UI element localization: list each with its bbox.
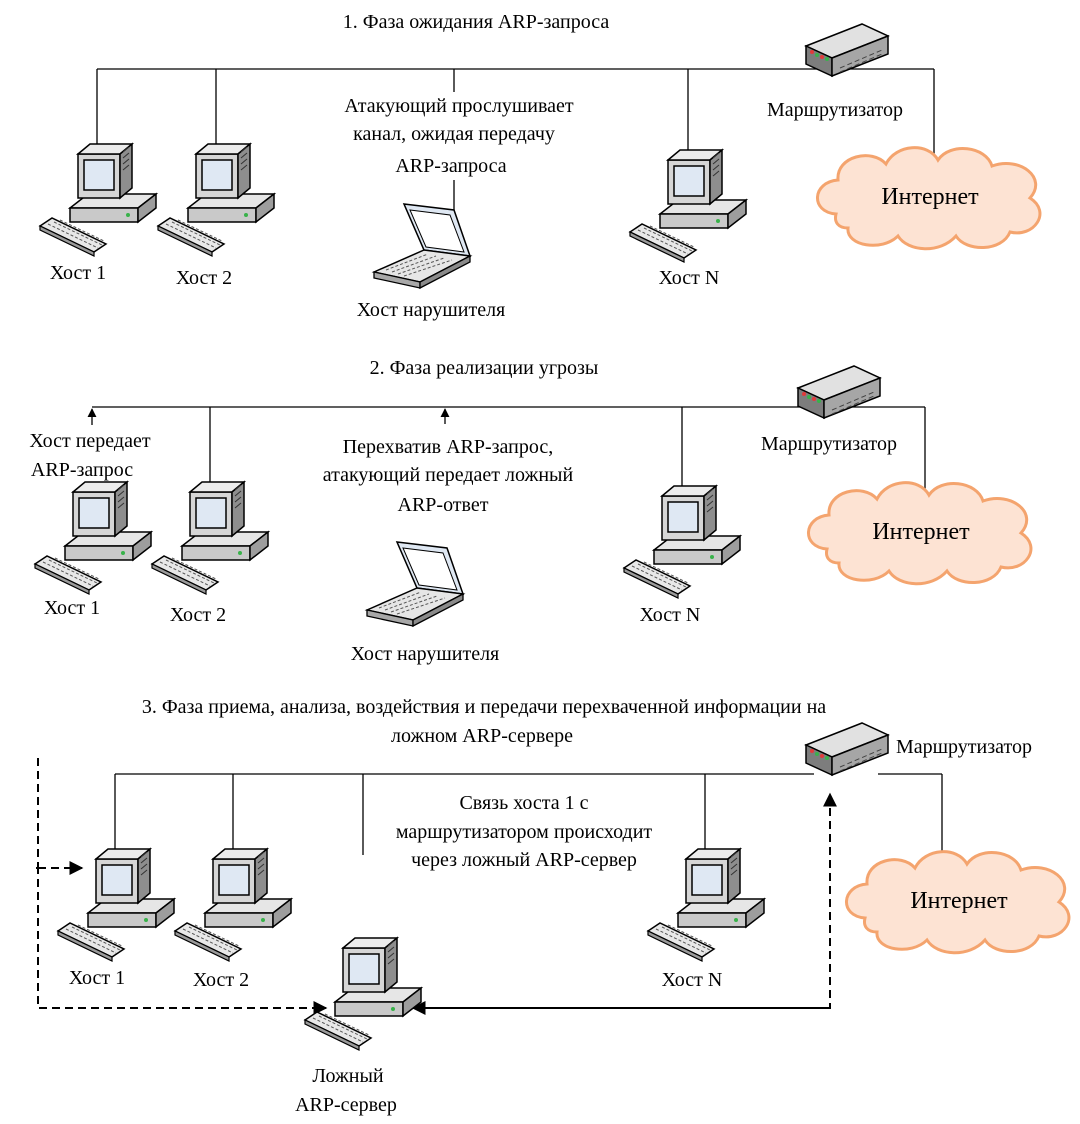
note-line: Атакующий прослушивает <box>344 95 574 117</box>
host-1-computer-icon <box>39 143 157 257</box>
fake-server-label: ARP-сервер <box>295 1094 397 1116</box>
phase1-title: 1. Фаза ожидания ARP-запроса <box>343 11 610 33</box>
host-n-computer-icon <box>629 149 747 263</box>
attacker-note: Атакующий прослушивает канал, ожидая пер… <box>344 95 574 177</box>
note-line: Хост передает <box>29 430 150 452</box>
host-1-computer-icon <box>57 848 175 962</box>
internet-label: Интернет <box>910 888 1008 914</box>
internet-label: Интернет <box>881 184 979 210</box>
host-1-computer-icon <box>34 481 152 595</box>
host-n-computer-icon <box>647 848 765 962</box>
router-label: Маршрутизатор <box>896 736 1032 758</box>
note-line: атакующий передает ложный <box>323 464 574 486</box>
connection-note: Связь хоста 1 с маршрутизатором происход… <box>396 792 653 871</box>
dashed-path <box>36 758 837 1015</box>
phase3-title-line: 3. Фаза приема, анализа, воздействия и п… <box>142 696 826 718</box>
phase-3: 3. Фаза приема, анализа, воздействия и п… <box>36 696 1071 1116</box>
host-2-computer-icon <box>174 848 292 962</box>
host-1-label: Хост 1 <box>44 597 100 619</box>
attacker-label: Хост нарушителя <box>351 643 500 665</box>
bus-line <box>114 773 943 860</box>
router-icon <box>805 23 889 77</box>
host-1-label: Хост 1 <box>50 262 106 284</box>
phase2-title: 2. Фаза реализации угрозы <box>370 357 599 379</box>
internet-label: Интернет <box>872 519 970 545</box>
host-1-label: Хост 1 <box>69 967 125 989</box>
host-n-label: Хост N <box>640 604 701 626</box>
phase-1: 1. Фаза ожидания ARP-запроса Хост 1 Хост… <box>39 11 1042 321</box>
attacker-laptop-icon <box>373 203 471 289</box>
attacker-note: Перехватив ARP-запрос, атакующий передае… <box>323 436 574 516</box>
bus-line <box>87 406 926 495</box>
host-n-label: Хост N <box>662 969 723 991</box>
router-icon <box>805 722 889 776</box>
host-2-label: Хост 2 <box>170 604 226 626</box>
note-line: ARP-ответ <box>398 494 489 516</box>
note-line: ARP-запрос <box>31 459 133 481</box>
note-line: Перехватив ARP-запрос, <box>343 436 554 458</box>
host-n-computer-icon <box>623 485 741 599</box>
note-line: через ложный ARP-сервер <box>411 849 637 871</box>
router-label: Маршрутизатор <box>767 99 903 121</box>
attacker-label: Хост нарушителя <box>357 299 506 321</box>
note-line: маршрутизатором происходит <box>396 821 653 843</box>
bus-line <box>96 68 935 215</box>
phase-2: 2. Фаза реализации угрозы Хост передает … <box>29 357 1033 665</box>
host-note: Хост передает ARP-запрос <box>29 430 150 481</box>
host-2-computer-icon <box>151 481 269 595</box>
note-line: Связь хоста 1 с <box>459 792 588 814</box>
router-icon <box>797 365 881 419</box>
fake-server-label: Ложный <box>312 1065 384 1087</box>
host-2-computer-icon <box>157 143 275 257</box>
router-label: Маршрутизатор <box>761 433 897 455</box>
fake-arp-server-computer-icon <box>304 937 422 1051</box>
note-line: канал, ожидая передачу <box>353 123 555 145</box>
attacker-laptop-icon <box>366 541 464 627</box>
host-n-label: Хост N <box>659 267 720 289</box>
note-line: ARP-запроса <box>395 155 506 177</box>
host-2-label: Хост 2 <box>193 969 249 991</box>
phase3-title-line: ложном ARP-сервере <box>391 725 573 747</box>
host-2-label: Хост 2 <box>176 267 232 289</box>
